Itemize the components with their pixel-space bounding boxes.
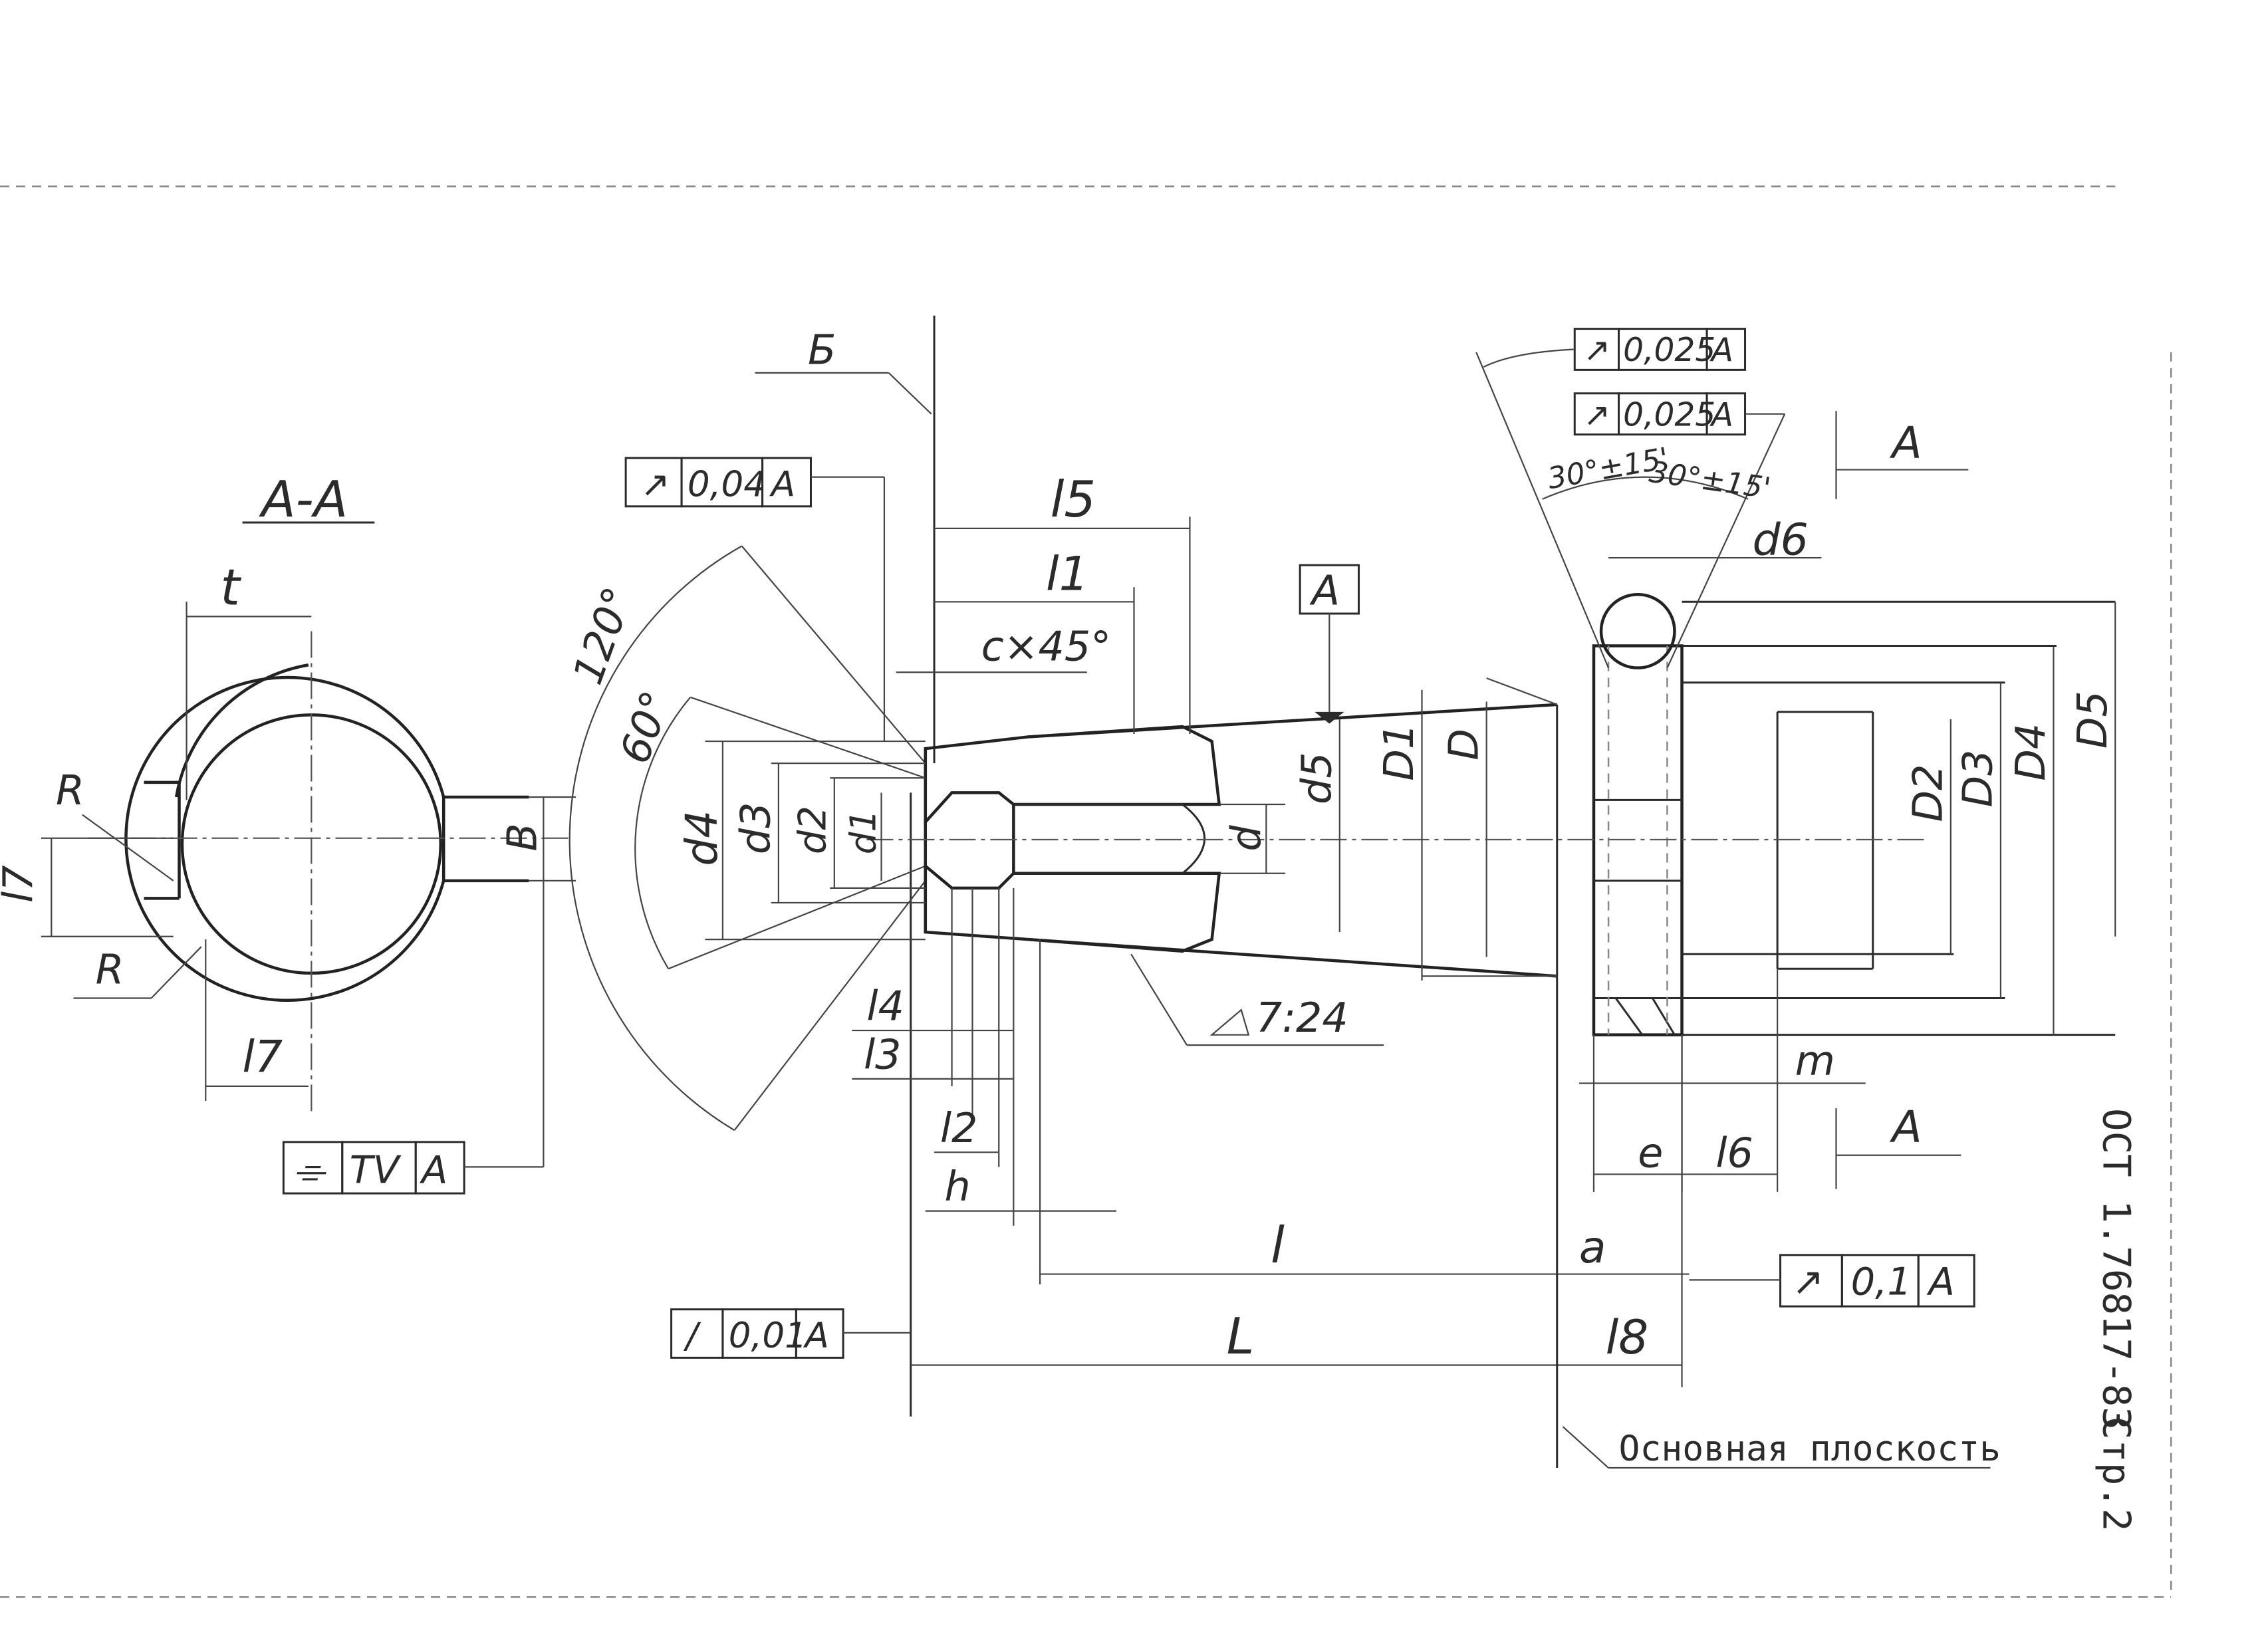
dim-b: B xyxy=(498,823,546,851)
section-title: А-А xyxy=(259,470,348,528)
dim-l3: l3 xyxy=(864,1030,902,1078)
chamfer-note: c×45° xyxy=(981,623,1111,671)
page-number: Стр.2 xyxy=(2094,1417,2139,1532)
dim-r-top: R xyxy=(56,766,84,814)
f6-sym: ⌯ xyxy=(294,1148,326,1193)
dim-l6: l6 xyxy=(1715,1129,1753,1177)
dim-d3: d3 xyxy=(732,802,780,855)
dim-l7-horizontal: l7 xyxy=(243,1031,283,1082)
cut-arrow-bottom: А xyxy=(1889,1102,1922,1153)
f2-val: 0,025 xyxy=(1623,332,1715,369)
f6-val: TV xyxy=(350,1148,402,1193)
tolerance-frame-symmetry: ⌯ TV А xyxy=(283,881,543,1193)
dim-d2: d2 xyxy=(791,806,835,854)
dim-d6: d6 xyxy=(1753,515,1809,566)
dim-h: h xyxy=(945,1163,971,1211)
angle-60: 60° xyxy=(610,685,680,770)
f3-ref: А xyxy=(1709,396,1733,433)
taper-note: 7:24 xyxy=(1256,994,1348,1042)
dim-l5: l5 xyxy=(1051,470,1096,528)
dim-D5: D5 xyxy=(2069,691,2116,749)
dim-l2: l2 xyxy=(940,1104,978,1152)
dim-d1: d1 xyxy=(844,810,884,854)
f4-val: 0,1 xyxy=(1851,1260,1912,1304)
f5-sym: / xyxy=(684,1316,701,1356)
dim-m: m xyxy=(1795,1036,1835,1084)
standard-stamp: ОСТ 1.76817-83 Стр.2 xyxy=(2094,1108,2139,1531)
f1-val: 0,04 xyxy=(688,464,766,505)
tolerance-frame-f2: ↗ 0,025 А xyxy=(1483,329,1745,370)
dim-d5: d5 xyxy=(1293,752,1341,804)
dim-r-bottom: R xyxy=(96,945,124,993)
angle-120: 120° xyxy=(564,581,643,691)
dim-e: e xyxy=(1638,1129,1663,1177)
f4-sym: ↗ xyxy=(1792,1260,1824,1304)
angle-right: 30°±15' xyxy=(1647,455,1773,506)
f4-ref: А xyxy=(1926,1260,1955,1304)
tolerance-frame-f5: / 0,01 А xyxy=(672,1310,911,1358)
dim-D: D xyxy=(1440,729,1487,761)
datum-flag: А xyxy=(1309,567,1340,615)
dim-D1: D1 xyxy=(1375,723,1423,781)
dim-d: d xyxy=(1222,825,1270,852)
main-view: Б ↗ 0,04 А 120° 60° xyxy=(564,316,2116,1469)
tolerance-frame-f4: ↗ 0,1 А xyxy=(1690,1255,1975,1306)
standard-id: ОСТ 1.76817-83 xyxy=(2094,1108,2139,1430)
f2-ref: А xyxy=(1709,332,1733,369)
view-b-label: Б xyxy=(808,326,836,374)
f6-ref: А xyxy=(419,1148,447,1193)
dim-l7-vertical: l7 xyxy=(0,865,43,903)
sheet-border xyxy=(0,186,2171,1597)
tolerance-frame-f3: ↗ 0,025 А xyxy=(1575,394,1785,435)
cut-arrow-top: А xyxy=(1889,417,1922,469)
dim-d4: d4 xyxy=(676,810,727,866)
dim-D3: D3 xyxy=(1954,749,2002,807)
dim-l8: l8 xyxy=(1606,1310,1649,1365)
f1-ref: А xyxy=(769,464,795,505)
dim-l1: l1 xyxy=(1046,546,1089,602)
f5-ref: А xyxy=(803,1316,829,1356)
basic-plane-label: Основная плоскость xyxy=(1619,1429,2001,1469)
dim-D2: D2 xyxy=(1904,764,1952,822)
f5-val: 0,01 xyxy=(729,1316,807,1356)
f1-sym: ↗ xyxy=(640,464,670,505)
f3-val: 0,025 xyxy=(1623,396,1715,433)
dim-L: L xyxy=(1227,1307,1255,1365)
dim-t: t xyxy=(220,558,241,617)
section-a-a-view: А-А t R R l7 l7 xyxy=(0,470,576,1193)
dim-a: a xyxy=(1579,1222,1606,1273)
f2-sym: ↗ xyxy=(1584,332,1611,369)
dim-l: l xyxy=(1271,1216,1285,1274)
tolerance-frame-f1: ↗ 0,04 А xyxy=(626,458,884,741)
dim-l4: l4 xyxy=(866,983,904,1030)
f3-sym: ↗ xyxy=(1584,396,1611,433)
dim-D4: D4 xyxy=(2007,723,2055,781)
